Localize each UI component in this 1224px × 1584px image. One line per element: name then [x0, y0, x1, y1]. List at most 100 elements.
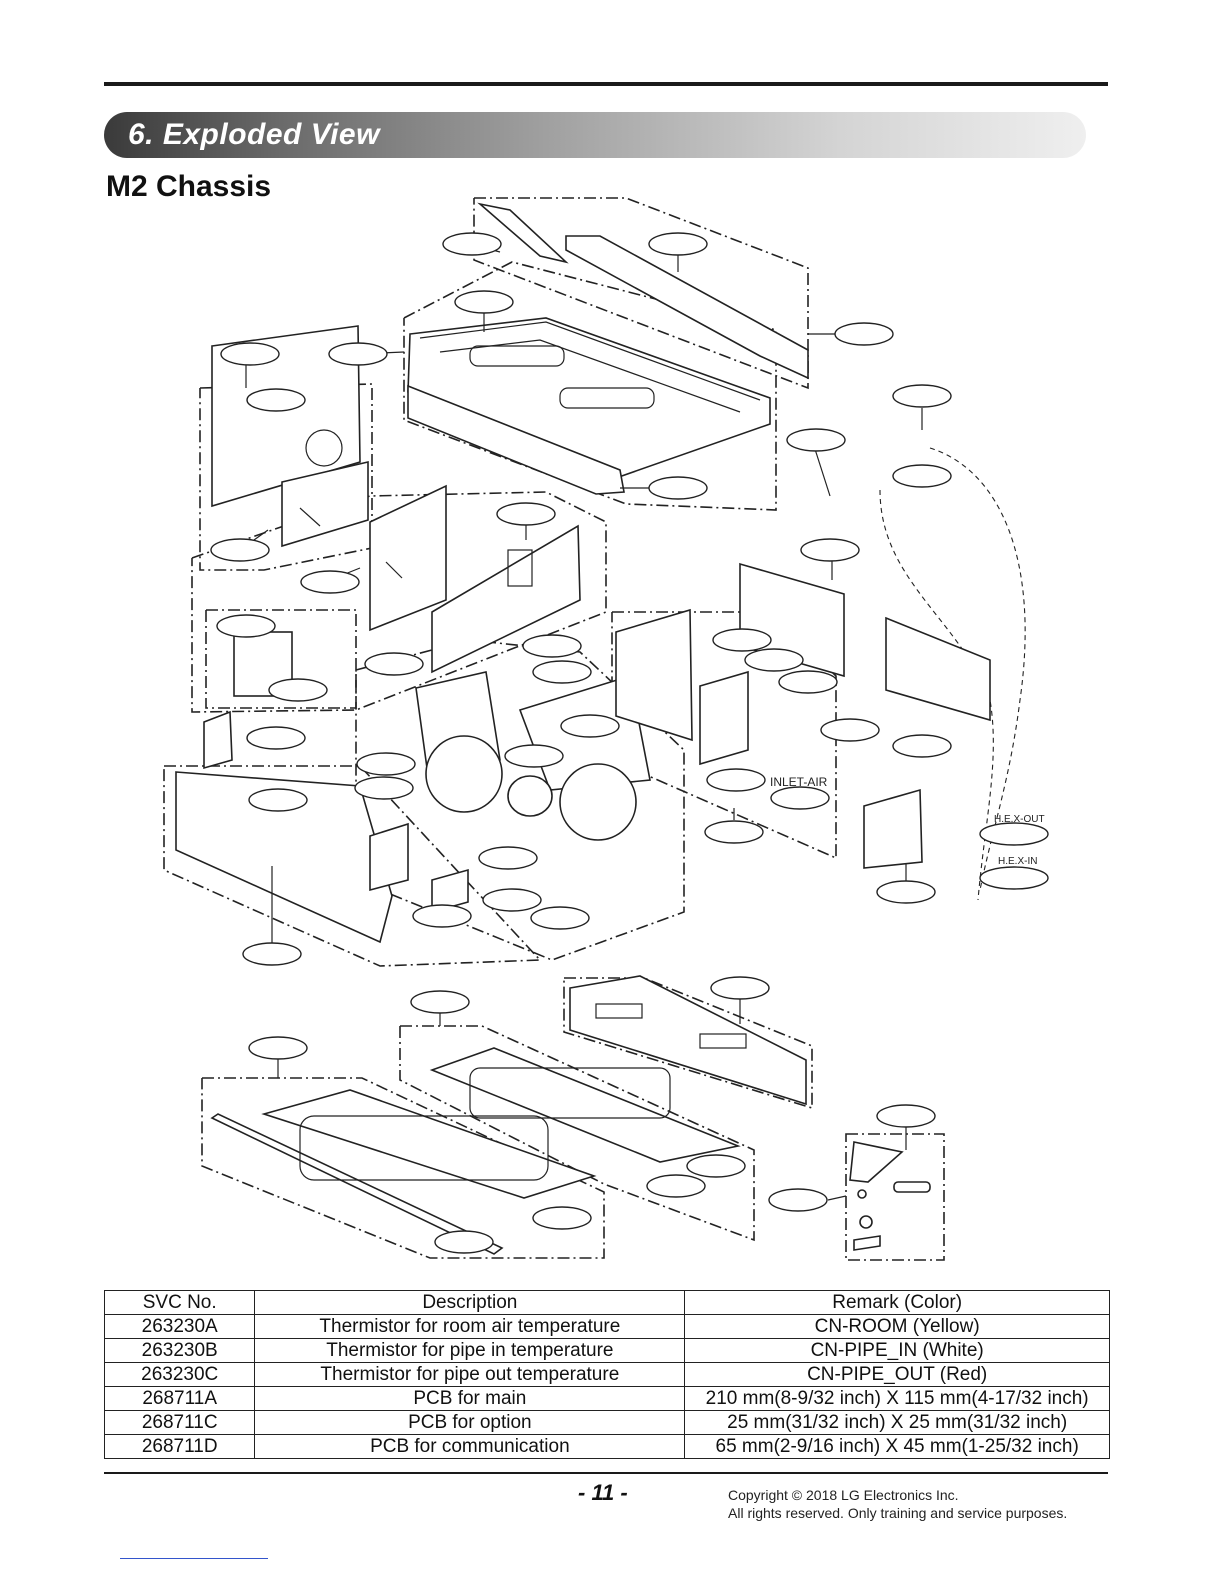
part-insulation [893, 1181, 931, 1193]
part-fan-wheel-left [425, 735, 503, 813]
callout-bubble [876, 880, 936, 904]
cell-remark: CN-ROOM (Yellow) [684, 1314, 1110, 1339]
callout-bubble [979, 822, 1049, 846]
label-hex-out: H.E.X-OUT [994, 814, 1045, 825]
callout-bubble [356, 752, 416, 776]
callout-bubble [478, 846, 538, 870]
callout-bubble [248, 1036, 308, 1060]
callout-bubble [220, 342, 280, 366]
part-base-frame [175, 771, 393, 944]
callout-bubble [706, 768, 766, 792]
group-boundary-cabinet [403, 261, 777, 511]
part-drain-hose [849, 1141, 904, 1183]
callout-bubble [210, 538, 270, 562]
copyright-line-1: Copyright © 2018 LG Electronics Inc. [728, 1487, 959, 1503]
group-boundary-left-assembly [191, 491, 607, 713]
parts-table: SVC No. Description Remark (Color) 26323… [103, 1290, 1110, 1459]
callout-bubble [744, 648, 804, 672]
callout-bubble [482, 888, 542, 912]
cell-svc-no: 268711C [103, 1410, 256, 1435]
cell-remark: 65 mm(2-9/16 inch) X 45 mm(1-25/32 inch) [684, 1434, 1110, 1459]
callout-bubble [216, 614, 276, 638]
part-main-pcb [699, 670, 749, 766]
group-boundary-accessories [845, 1133, 945, 1261]
part-fan-motor [507, 775, 553, 817]
callout-bubble [522, 634, 582, 658]
callout-bubble [532, 660, 592, 684]
part-motor-bracket [233, 631, 293, 697]
group-boundary-motor-mount [205, 609, 357, 709]
part-inner-panel-right [431, 524, 581, 674]
callout-bubble [504, 744, 564, 768]
cell-description: Thermistor for pipe out temperature [254, 1362, 686, 1387]
page-number: - 11 - [578, 1480, 628, 1505]
cell-svc-no: 268711A [103, 1386, 256, 1411]
part-drain-pan [569, 975, 807, 1106]
callout-bubble [710, 976, 770, 1000]
part-inner-panel-left [369, 484, 447, 632]
header-svc-no: SVC No. [103, 1290, 256, 1315]
table-row: 268711C PCB for option 25 mm(31/32 inch)… [103, 1410, 1110, 1435]
cell-description: PCB for main [254, 1386, 686, 1411]
part-washer [857, 1189, 867, 1199]
part-front-rail [407, 384, 625, 495]
callout-bubble [354, 776, 414, 800]
callout-bubble [892, 464, 952, 488]
copyright-line-2: All rights reserved. Only training and s… [728, 1505, 1068, 1521]
group-boundary-control-box [611, 611, 837, 860]
cell-remark: 210 mm(8-9/32 inch) X 115 mm(4-17/32 inc… [684, 1386, 1110, 1411]
part-screw [853, 1235, 881, 1251]
callout-bubble [800, 538, 860, 562]
part-grille [261, 1089, 597, 1199]
callout-bubble [820, 718, 880, 742]
exploded-view-diagram: INLET-AIR H.E.X-OUT H.E.X-IN [163, 197, 1049, 1261]
cell-remark: CN-PIPE_OUT (Red) [684, 1362, 1110, 1387]
chassis-subtitle: M2 Chassis [106, 170, 272, 203]
cell-svc-no: 268711D [103, 1434, 256, 1459]
group-boundary-base [163, 765, 542, 967]
callout-bubble [648, 232, 708, 256]
callout-bubble [328, 342, 388, 366]
part-side-cover [281, 460, 369, 548]
part-control-box [615, 608, 693, 742]
callout-bubble [300, 570, 360, 594]
group-boundary-top [473, 197, 809, 390]
cell-description: PCB for option [254, 1410, 686, 1435]
cell-svc-no: 263230C [103, 1362, 256, 1387]
group-boundary-filter [399, 1025, 755, 1242]
table-row: 263230A Thermistor for room air temperat… [103, 1314, 1110, 1339]
part-fan-wheel-right [559, 763, 637, 841]
callout-bubble [712, 628, 772, 652]
section-banner: 6. Exploded View [104, 112, 1086, 158]
table-header-row: SVC No. Description Remark (Color) [103, 1290, 1110, 1315]
cell-svc-no: 263230B [103, 1338, 256, 1363]
part-filter [429, 1047, 741, 1163]
cell-description: Thermistor for room air temperature [254, 1314, 686, 1339]
callout-bubble [246, 726, 306, 750]
callout-bubble [246, 388, 306, 412]
callout-bubble [646, 1174, 706, 1198]
callout-bubble [410, 990, 470, 1014]
callout-bubble [248, 788, 308, 812]
part-side-panel [211, 325, 361, 508]
callout-bubble [532, 1206, 592, 1230]
cell-remark: CN-PIPE_IN (White) [684, 1338, 1110, 1363]
callout-bubble [496, 502, 556, 526]
part-bracket-small [203, 710, 233, 770]
cell-description: PCB for communication [254, 1434, 686, 1459]
callout-bubble [412, 904, 472, 928]
copyright-notice: Copyright © 2018 LG Electronics Inc. All… [728, 1486, 1067, 1522]
bottom-rule [104, 1472, 1108, 1474]
part-filter-frame-2 [885, 616, 991, 722]
callout-bubble [434, 1230, 494, 1254]
part-clip [859, 1215, 873, 1229]
cell-description: Thermistor for pipe in temperature [254, 1338, 686, 1363]
cell-remark: 25 mm(31/32 inch) X 25 mm(31/32 inch) [684, 1410, 1110, 1435]
cell-svc-no: 263230A [103, 1314, 256, 1339]
part-control-bracket [863, 788, 923, 869]
table-row: 268711D PCB for communication 65 mm(2-9/… [103, 1434, 1110, 1459]
callout-bubble [530, 906, 590, 930]
callout-bubble [786, 428, 846, 452]
callout-bubble [876, 1104, 936, 1128]
table-row: 263230C Thermistor for pipe out temperat… [103, 1362, 1110, 1387]
